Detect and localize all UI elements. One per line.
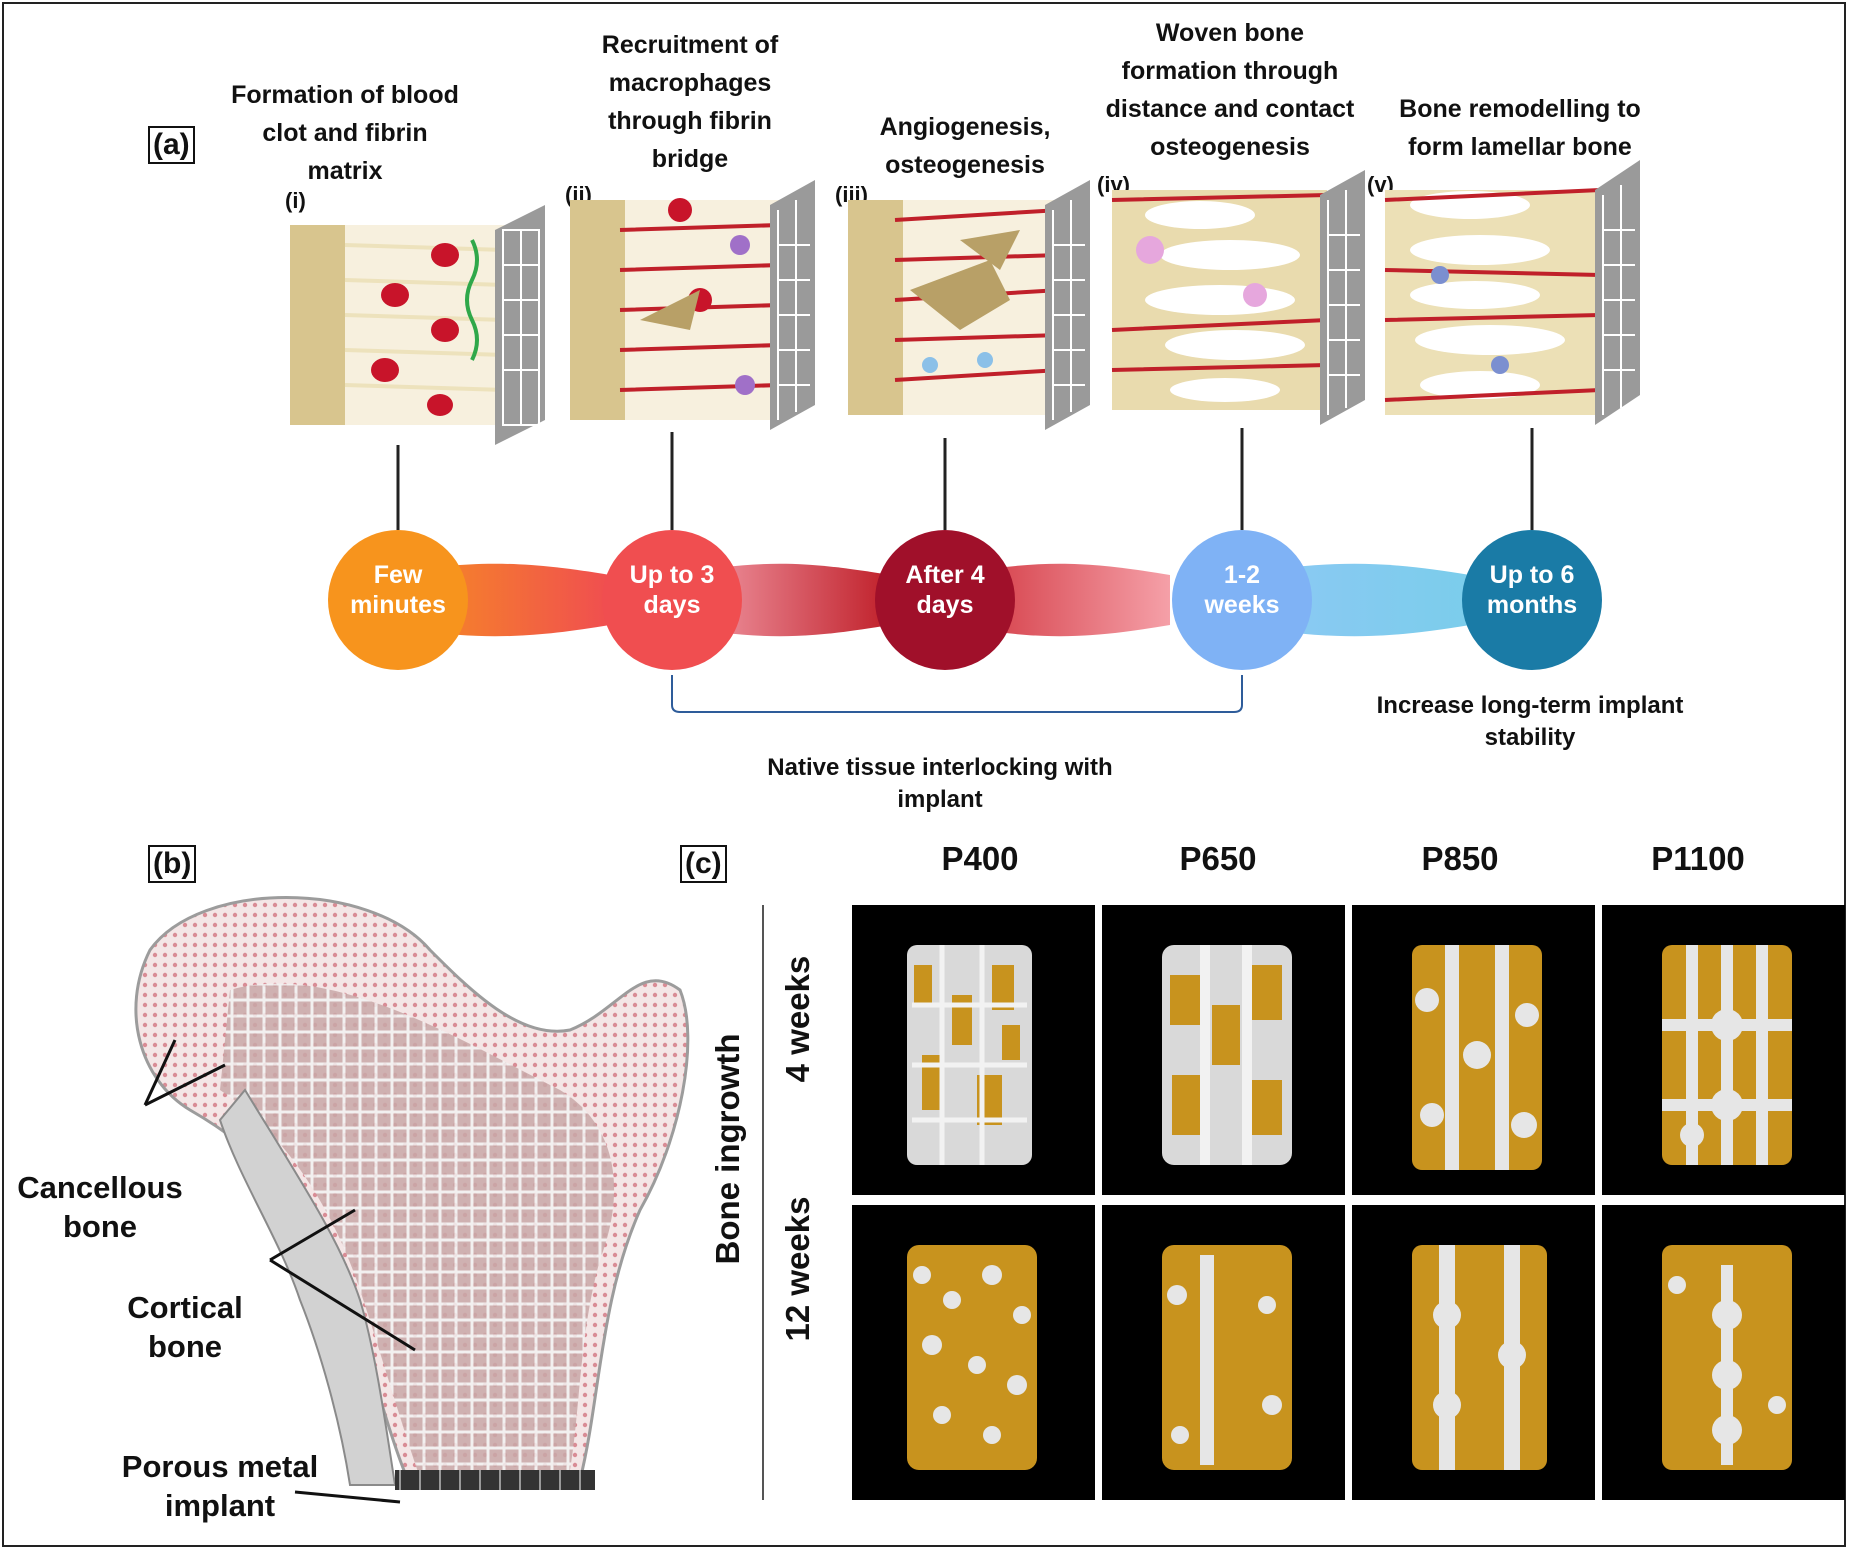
ct-image-p400-4-weeks <box>852 905 1095 1195</box>
time-circle-1 <box>328 530 468 670</box>
column-header-p650: P650 <box>1179 840 1257 877</box>
time-label-3b: days <box>917 591 974 619</box>
panel-label-c: (c) <box>680 845 727 883</box>
interlocking-bracket <box>671 675 1243 713</box>
stage-title-1: Formation of blood clot and fibrin matri… <box>231 81 459 185</box>
row-header-12-weeks: 12 weeks <box>779 1196 816 1342</box>
column-header-p400: P400 <box>941 840 1019 877</box>
row-axis-line <box>762 905 764 1500</box>
time-circle-2 <box>602 530 742 670</box>
label-porous-metal-implant: Porous metal implant <box>121 1449 319 1523</box>
femur-illustration <box>134 896 690 1504</box>
ct-image-p650-12-weeks <box>1102 1205 1345 1500</box>
time-circle-3 <box>875 530 1015 670</box>
time-label-2a: Up to 3 <box>630 561 715 589</box>
bracket-caption: Native tissue interlocking with implant <box>767 754 1113 813</box>
time-label-5a: Up to 6 <box>1490 561 1575 589</box>
stability-caption: Increase long-term implant stability <box>1376 692 1684 751</box>
stage-title-2: Recruitment of macrophages through fibri… <box>601 31 779 173</box>
time-label-4a: 1-2 <box>1224 561 1260 589</box>
time-circle-4 <box>1172 530 1312 670</box>
stage-illustration-4 <box>1111 170 1365 425</box>
ct-image-p850-4-weeks <box>1352 905 1595 1195</box>
time-label-1b: minutes <box>350 591 446 619</box>
stage-illustration-2 <box>570 180 815 430</box>
label-cancellous-bone: Cancellous bone <box>17 1170 183 1244</box>
time-label-3a: After 4 <box>905 561 984 589</box>
ct-image-p400-12-weeks <box>852 1205 1095 1500</box>
timeline-diagram: Few minutes Up to 3 days After 4 days 1-… <box>290 160 1640 713</box>
time-label-4b: weeks <box>1203 591 1279 619</box>
stage-title-3: Angiogenesis, osteogenesis <box>879 113 1051 179</box>
stage-roman-1: (i) <box>285 188 306 213</box>
column-header-p1100: P1100 <box>1651 840 1745 877</box>
ct-image-p650-4-weeks <box>1102 905 1345 1195</box>
stage-illustration-3 <box>848 180 1090 430</box>
ct-image-p1100-12-weeks <box>1602 1205 1845 1500</box>
stage-title-5: Bone remodelling to form lamellar bone <box>1399 95 1641 161</box>
axis-label-bone-ingrowth: Bone ingrowth <box>709 1033 746 1265</box>
time-label-2b: days <box>644 591 701 619</box>
time-label-5b: months <box>1487 591 1577 619</box>
time-label-1a: Few <box>374 561 423 589</box>
panel-label-a: (a) <box>148 126 195 164</box>
ct-image-p1100-4-weeks <box>1602 905 1845 1195</box>
stage-illustration-5 <box>1384 160 1640 425</box>
label-cortical-bone: Cortical bone <box>127 1290 243 1364</box>
stage-title-4: Woven bone formation through distance an… <box>1105 19 1355 161</box>
time-circle-5 <box>1462 530 1602 670</box>
panel-label-b: (b) <box>148 845 197 883</box>
stage-illustration-1 <box>290 205 545 445</box>
ct-image-p850-12-weeks <box>1352 1205 1595 1500</box>
column-header-p850: P850 <box>1421 840 1499 877</box>
